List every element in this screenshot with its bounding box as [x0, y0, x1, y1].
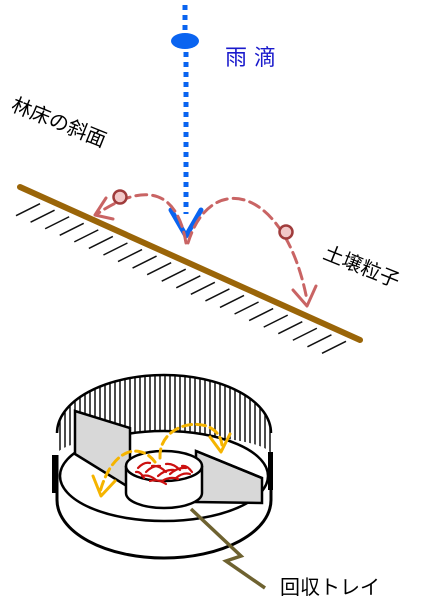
collection-tray-pointer — [189, 507, 266, 590]
collection-tray — [52, 373, 273, 560]
splash-arrowheads — [93, 196, 318, 308]
sediment-fragment — [156, 468, 176, 478]
tray-splash-arc-left — [98, 449, 157, 494]
tray-latch-left — [52, 455, 57, 493]
ground-hatch-line — [263, 314, 289, 328]
ground-hatch-line — [190, 281, 216, 296]
ground-hatch-line — [321, 340, 347, 355]
ground-hatch-line — [307, 334, 332, 348]
raindrop — [171, 33, 199, 49]
sediment-fragment — [134, 470, 146, 480]
ground-hatch-line — [59, 222, 85, 236]
ground-hatch-line — [30, 209, 55, 223]
ground-hatch-line — [117, 248, 143, 263]
ground-hatch-line — [234, 301, 259, 315]
ground-hatch-line — [88, 235, 114, 250]
tray-latch-right — [268, 452, 273, 490]
ground-hatch-line — [73, 229, 99, 243]
soil-particle-right — [278, 224, 294, 240]
collected-sediment — [134, 461, 194, 486]
ground-hatch-line — [161, 268, 187, 282]
forest-slope-surface — [17, 184, 363, 343]
sediment-fragment — [160, 476, 180, 483]
tray-center-cup-opening — [124, 449, 204, 483]
tray-splash-arrowheads — [91, 432, 232, 498]
raindrop-label: 雨 滴 — [225, 46, 276, 71]
sediment-fragment — [148, 479, 168, 486]
tray-splash-arc-right — [158, 422, 224, 460]
ground-hatch-line — [175, 275, 201, 289]
tray-baffle-right-top — [195, 449, 263, 480]
ground-hatch-line — [44, 216, 70, 230]
splash-arrowhead-right — [291, 284, 318, 308]
ground-hatch-line — [15, 202, 41, 217]
ground-hatch-line — [277, 321, 303, 335]
forest-slope-label: 林床の斜面 — [8, 92, 110, 152]
ground-hatch-line — [103, 242, 128, 256]
splash-trajectories — [95, 193, 309, 302]
ground-hatch-line — [132, 255, 157, 269]
ground-hatch-line — [248, 307, 274, 322]
sediment-fragment — [180, 464, 194, 474]
tray-splash-arrowhead-right — [208, 432, 232, 454]
splash-arrowhead-left — [93, 196, 115, 221]
raindrop-path — [168, 5, 204, 239]
splash-arc-right — [186, 196, 309, 302]
tray-outer-wall — [55, 455, 273, 560]
ground-hatch-line — [146, 261, 172, 276]
splash-arc-left — [95, 193, 188, 245]
sediment-fragment — [174, 472, 192, 480]
ground-hatch-line — [292, 327, 318, 341]
ground-hatch-line — [205, 288, 230, 302]
sediment-fragment — [168, 466, 188, 476]
ground-hatch-line — [219, 294, 245, 309]
tray-rim-outline — [55, 373, 273, 434]
collection-tray-label: 回収トレイ — [280, 575, 380, 599]
soil-particle-label: 土壌粒子 — [320, 240, 403, 292]
ground-hatching — [15, 202, 347, 355]
tray-splash-arrows — [98, 422, 224, 494]
soil-particle-left — [112, 189, 128, 205]
sediment-fragment — [136, 461, 152, 470]
tray-splash-arrowhead-left — [91, 474, 117, 498]
